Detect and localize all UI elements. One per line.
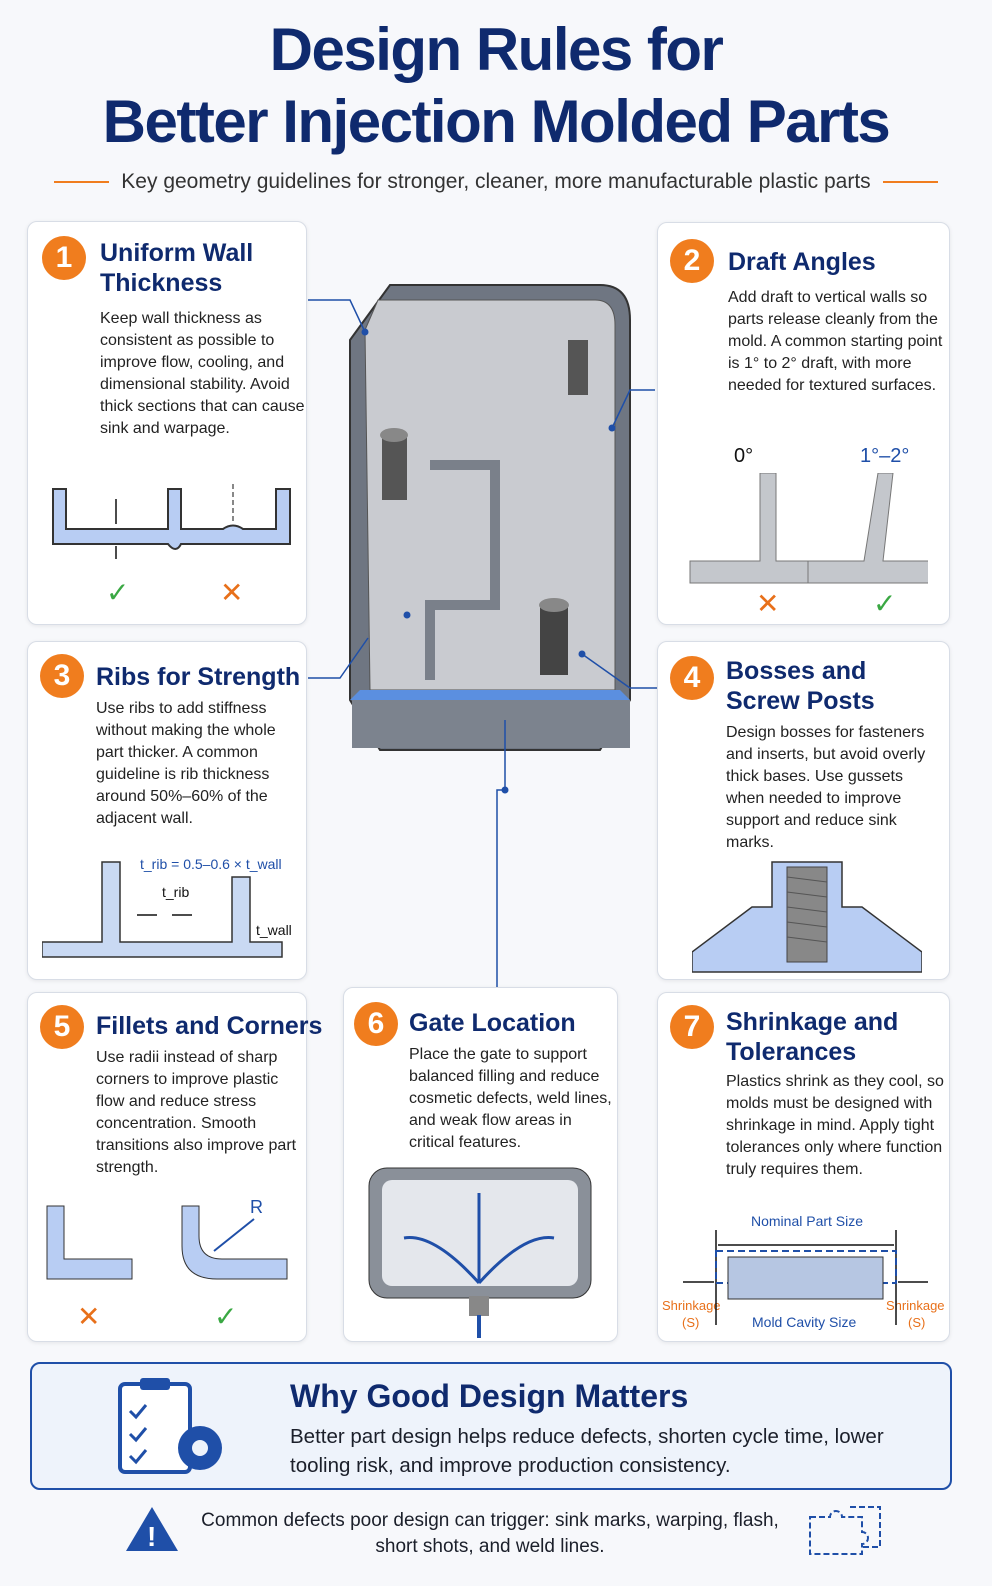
card-uniform-wall: 1 Uniform Wall Thickness Keep wall thick… <box>27 221 307 625</box>
warning-icon: ! <box>126 1507 178 1552</box>
step-number: 7 <box>670 1005 714 1049</box>
wall-thickness-label: t_wall <box>256 922 292 938</box>
card-body: Keep wall thickness as consistent as pos… <box>100 310 305 437</box>
rib-diagram <box>42 861 283 958</box>
why-body: Better part design helps reduce defects,… <box>290 1425 884 1477</box>
why-title: Why Good Design Matters <box>290 1378 689 1414</box>
card-body: Add draft to vertical walls so parts rel… <box>728 289 943 394</box>
cavity-size-label: Mold Cavity Size <box>752 1314 857 1330</box>
card-ribs: 3 Ribs for Strength Use ribs to add stif… <box>27 641 307 980</box>
label-zero-draft: 0° <box>734 445 754 467</box>
check-icon: ✓ <box>873 588 896 619</box>
card-bosses: 4 Bosses and Screw Posts Design bosses f… <box>657 641 950 980</box>
shrinkage-diagram <box>683 1230 928 1325</box>
step-number: 2 <box>670 239 714 283</box>
label-draft-range: 1°–2° <box>860 445 910 467</box>
card-fillets: 5 Fillets and Corners Use radii instead … <box>27 992 322 1342</box>
check-icon: ✓ <box>106 577 129 608</box>
fillet-diagram: ✕✓ <box>46 1205 288 1332</box>
step-number: 5 <box>40 1005 84 1049</box>
check-icon: ✓ <box>214 1301 237 1332</box>
step-number: 1 <box>42 236 86 280</box>
x-icon: ✕ <box>77 1301 100 1332</box>
card-body: Design bosses for fasteners and inserts,… <box>726 724 926 851</box>
shrinkage-right-symbol: (S) <box>908 1315 926 1330</box>
why-good-design-panel: Why Good Design Matters Better part desi… <box>30 1362 952 1490</box>
gate-flow-diagram <box>368 1167 592 1338</box>
card-title: Gate Location <box>409 1009 576 1037</box>
subtitle: Key geometry guidelines for stronger, cl… <box>0 170 992 194</box>
card-draft-angles: 2 Draft Angles Add draft to vertical wal… <box>657 222 950 625</box>
title-line-2: Better Injection Molded Parts <box>102 88 891 155</box>
shrinkage-left-label: Shrinkage <box>662 1298 721 1313</box>
molded-part-illustration <box>308 284 660 990</box>
step-number: 6 <box>354 1002 398 1046</box>
footer-defects-note: Common defects poor design can trigger: … <box>201 1510 779 1557</box>
card-body: Use ribs to add stiffness without making… <box>96 700 276 827</box>
radius-label: R <box>250 1197 263 1217</box>
rib-thickness-label: t_rib <box>162 884 190 900</box>
card-body: Plastics shrink as they cool, so molds m… <box>726 1073 944 1178</box>
x-icon: ✕ <box>756 588 779 619</box>
card-title: Uniform Wall Thickness <box>100 239 254 297</box>
step-number: 3 <box>40 654 84 698</box>
shrinkage-left-symbol: (S) <box>682 1315 700 1330</box>
card-body: Use radii instead of sharp corners to im… <box>96 1049 297 1176</box>
nominal-size-label: Nominal Part Size <box>751 1213 864 1229</box>
checklist-gear-icon <box>118 1378 222 1474</box>
shrinkage-right-label: Shrinkage <box>886 1298 945 1313</box>
card-body: Place the gate to support balanced filli… <box>409 1046 612 1151</box>
puzzle-icon <box>809 1506 881 1555</box>
card-gate-location: 6 Gate Location Place the gate to suppor… <box>343 987 618 1342</box>
step-number: 4 <box>670 656 714 700</box>
card-title: Ribs for Strength <box>96 663 301 691</box>
card-title: Fillets and Corners <box>96 1012 323 1040</box>
card-title: Draft Angles <box>728 248 876 276</box>
card-title: Shrinkage and Tolerances <box>726 1008 899 1066</box>
draft-diagram: ✕✓ <box>689 473 928 619</box>
title-line-1: Design Rules for <box>269 16 724 83</box>
rib-formula: t_rib = 0.5–0.6 × t_wall <box>140 856 282 872</box>
x-icon: ✕ <box>220 577 243 608</box>
card-title: Bosses and Screw Posts <box>726 657 875 715</box>
card-shrinkage: 7 Shrinkage and Tolerances Plastics shri… <box>657 992 950 1342</box>
boss-diagram <box>692 861 922 973</box>
wall-thickness-diagram: ✓✕ <box>52 484 291 608</box>
svg-text:!: ! <box>147 1521 156 1552</box>
